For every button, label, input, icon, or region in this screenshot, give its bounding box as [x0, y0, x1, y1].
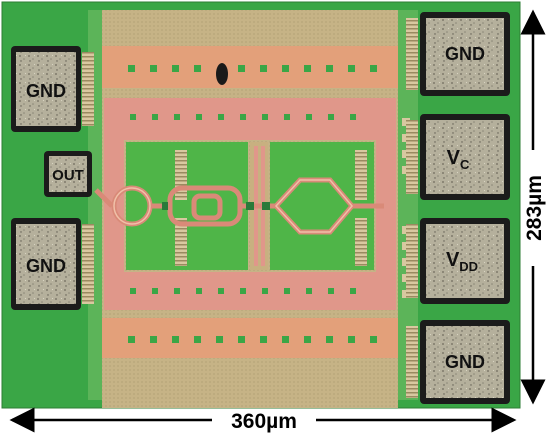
pad-gnd-right-bottom: GND — [406, 320, 510, 404]
pad-label-vdd: VDD — [446, 249, 478, 274]
via-row-frame-top — [130, 114, 356, 120]
defect-particle — [216, 63, 228, 85]
pad-label-gnd: GND — [445, 352, 485, 372]
pad-out: OUT — [44, 151, 92, 197]
height-dimension: 283µm — [520, 9, 546, 405]
via-row-frame-bottom — [130, 288, 356, 294]
width-label: 360µm — [231, 410, 297, 433]
pad-label-vc: VC — [447, 147, 470, 172]
pad-label-gnd: GND — [26, 81, 66, 101]
pad-label-gnd: GND — [26, 256, 66, 276]
pad-label-out: OUT — [52, 167, 84, 184]
height-label: 283µm — [523, 175, 546, 241]
pad-gnd-right-top: GND — [406, 12, 510, 96]
pad-gnd-left-bottom: GND — [11, 218, 94, 310]
via-row-top — [128, 65, 377, 72]
pad-gnd-left-top: GND — [11, 46, 94, 132]
width-dimension: 360µm — [9, 407, 517, 433]
pad-label-gnd: GND — [445, 44, 485, 64]
via-row-bottom — [128, 336, 377, 343]
pad-vc: VC — [406, 114, 510, 200]
pad-vdd: VDD — [406, 218, 510, 304]
